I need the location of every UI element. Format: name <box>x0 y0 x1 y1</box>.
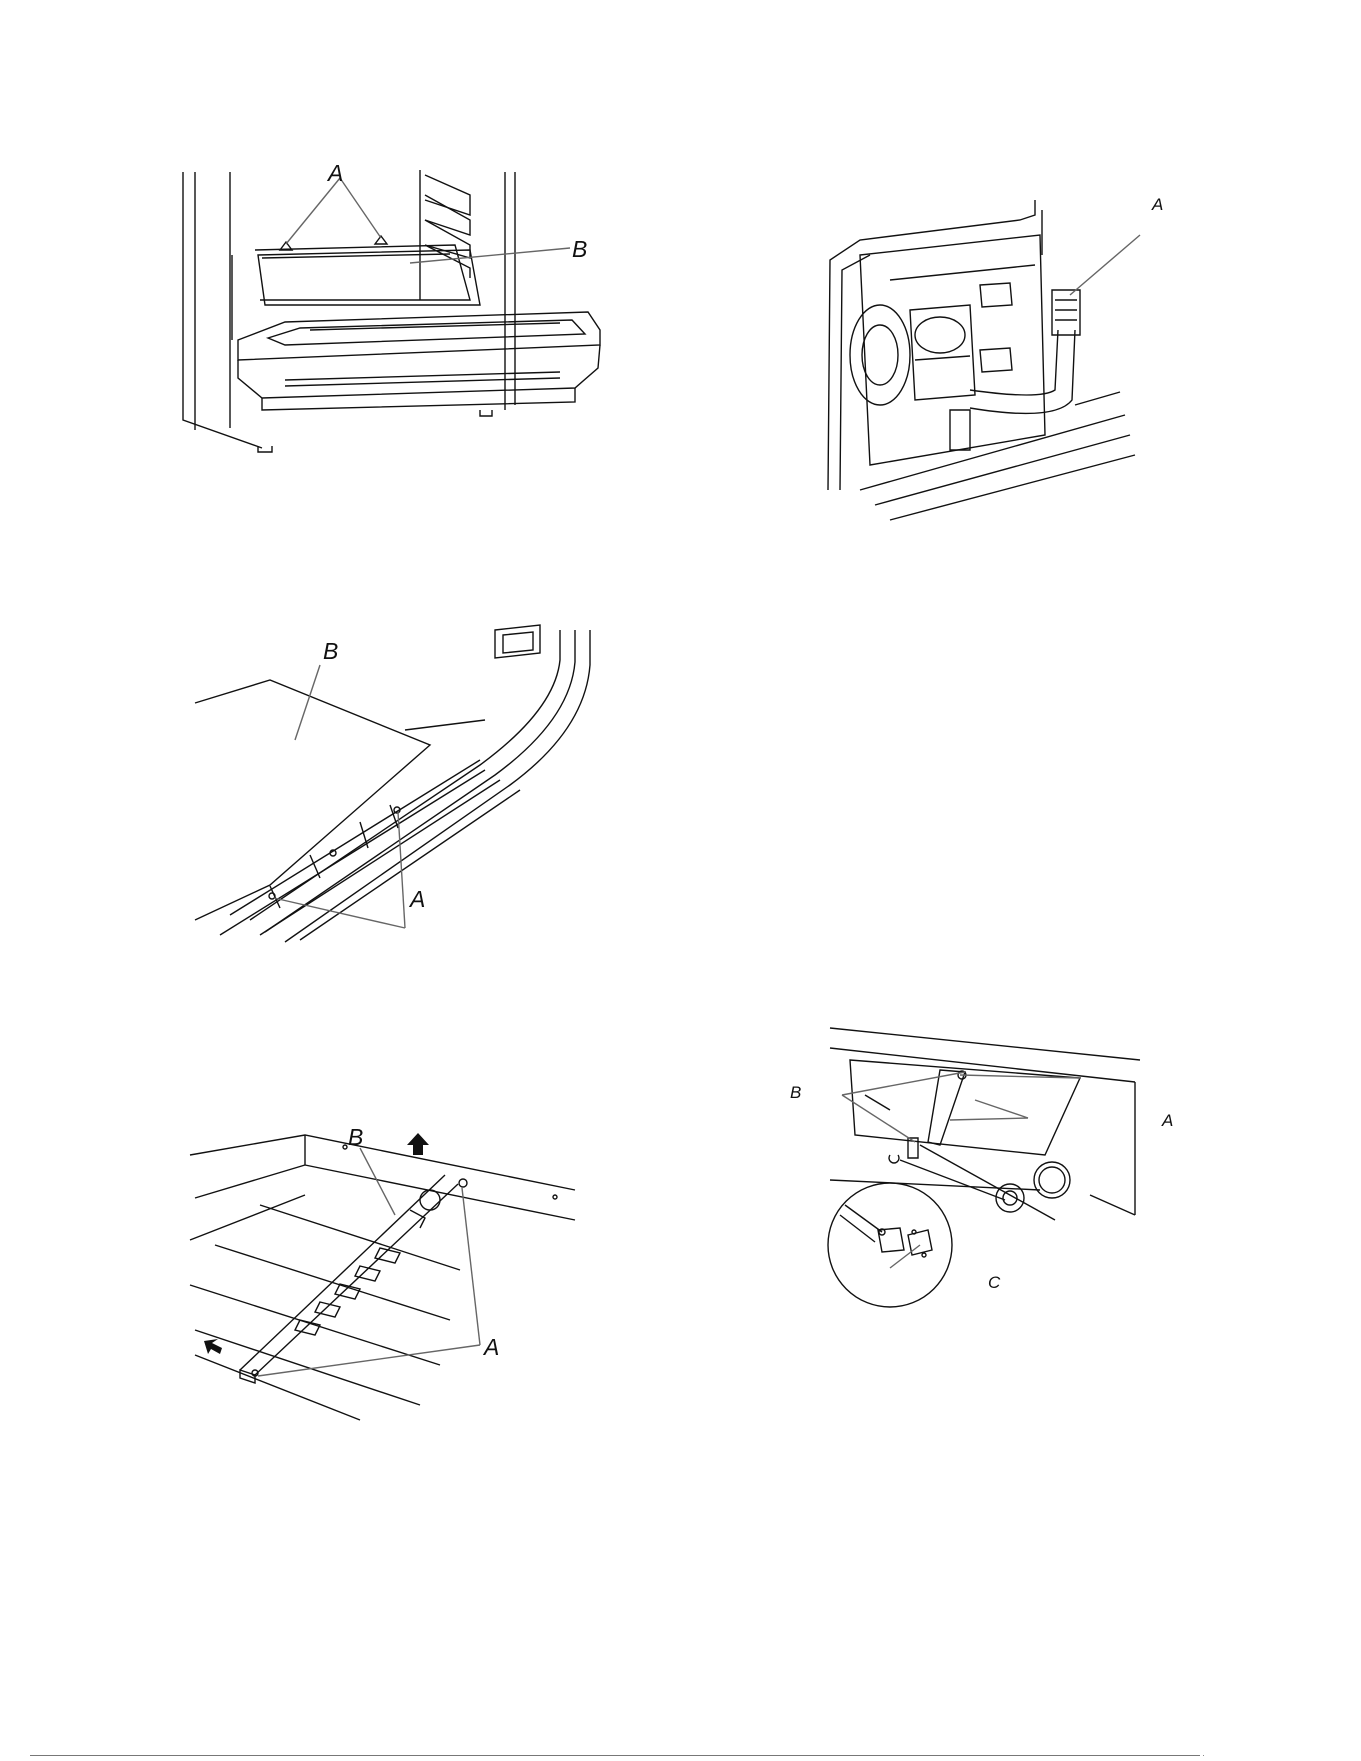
figure-oven-drawer: A B <box>0 0 680 470</box>
footer-mark: · <box>1202 1750 1205 1760</box>
arrow-up-icon <box>407 1133 429 1155</box>
label-A: A <box>328 162 343 185</box>
figure-burner-removal: B A <box>0 1080 680 1440</box>
gas-valve-illustration <box>800 160 1200 520</box>
label-A: A <box>410 888 425 911</box>
figure-gas-valve: A <box>800 160 1200 520</box>
oven-drawer-illustration <box>0 0 680 470</box>
label-B: B <box>323 640 338 663</box>
igniter-illustration <box>790 1020 1210 1340</box>
label-B: B <box>572 238 587 261</box>
figure-floor-plate: B A <box>0 590 680 970</box>
burner-removal-illustration <box>0 1080 680 1440</box>
figure-igniter-detail: B A C <box>790 1020 1210 1340</box>
floor-plate-illustration <box>0 590 680 970</box>
label-A: A <box>1152 196 1163 213</box>
label-A: A <box>1162 1112 1173 1129</box>
footer-rule <box>30 1755 1200 1756</box>
label-C: C <box>988 1274 1000 1291</box>
arrow-left-icon <box>204 1339 222 1354</box>
label-B: B <box>790 1084 801 1101</box>
label-B: B <box>348 1126 363 1149</box>
label-A: A <box>484 1336 499 1359</box>
